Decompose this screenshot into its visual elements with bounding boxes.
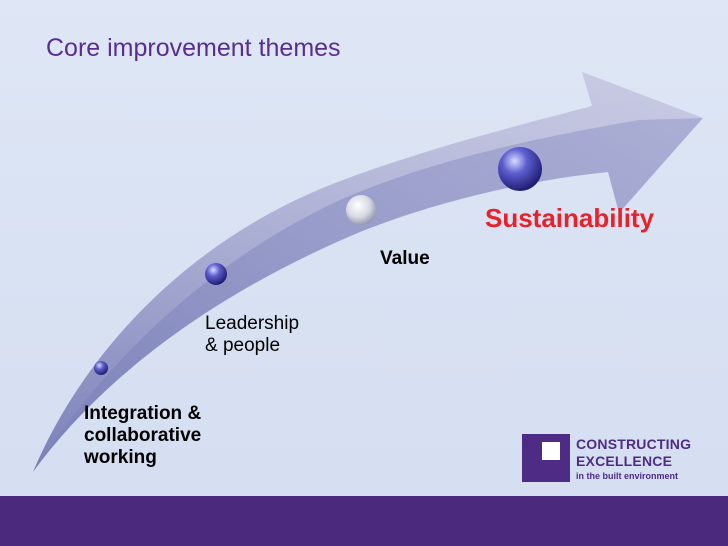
logo-tagline: in the built environment <box>576 471 679 481</box>
milestone-dot-2 <box>205 263 227 285</box>
milestone-dot-3 <box>346 195 376 225</box>
logo-line-1: CONSTRUCTING <box>576 436 692 452</box>
milestone-label-leadership: Leadership & people <box>205 313 300 356</box>
milestone-dot-1 <box>94 361 108 375</box>
slide-title: Core improvement themes <box>46 34 341 62</box>
logo-line-2: EXCELLENCE <box>576 453 673 469</box>
milestone-label-sustainability: Sustainability <box>485 203 655 233</box>
footer-bar <box>0 496 728 546</box>
milestone-label-integration: Integration & collaborative working <box>84 403 202 468</box>
milestone-dot-4 <box>498 147 542 191</box>
milestone-label-value: Value <box>380 248 430 269</box>
logo-square-icon <box>522 434 570 482</box>
constructing-excellence-logo: CONSTRUCTING EXCELLENCE in the built env… <box>522 434 722 486</box>
